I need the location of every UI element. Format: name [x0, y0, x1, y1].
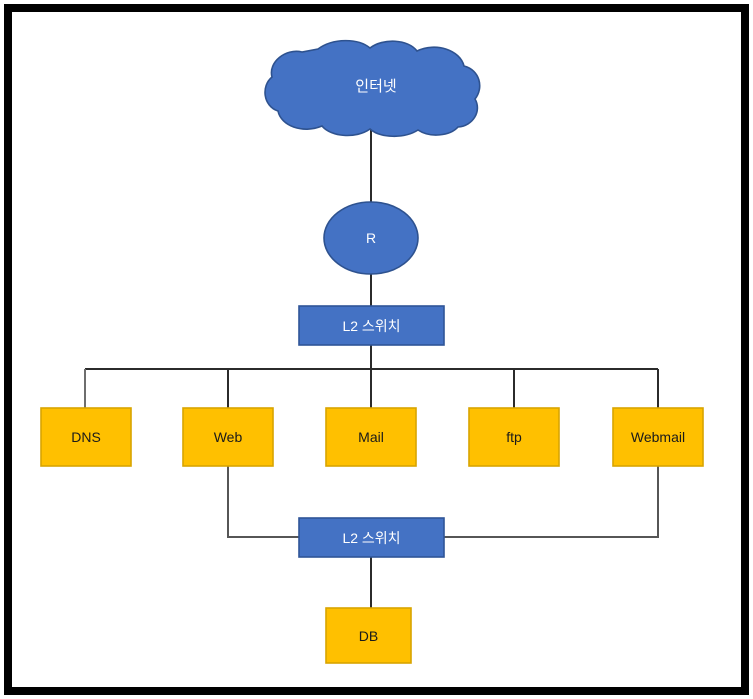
core-switch-node[interactable] — [298, 305, 445, 346]
backend-switch-node[interactable] — [298, 517, 445, 558]
server-node-ftp[interactable] — [468, 407, 560, 467]
server-node-mail[interactable] — [325, 407, 417, 467]
internet-cloud-shape[interactable] — [264, 39, 481, 138]
server-node-web[interactable] — [182, 407, 274, 467]
server-node-webmail[interactable] — [612, 407, 704, 467]
database-node[interactable] — [325, 607, 412, 664]
server-node-dns[interactable] — [40, 407, 132, 467]
link-webmail-to-back-switch — [444, 466, 659, 538]
link-layer — [84, 130, 659, 608]
router-node[interactable] — [323, 201, 419, 275]
link-web-to-back-switch — [227, 466, 299, 538]
